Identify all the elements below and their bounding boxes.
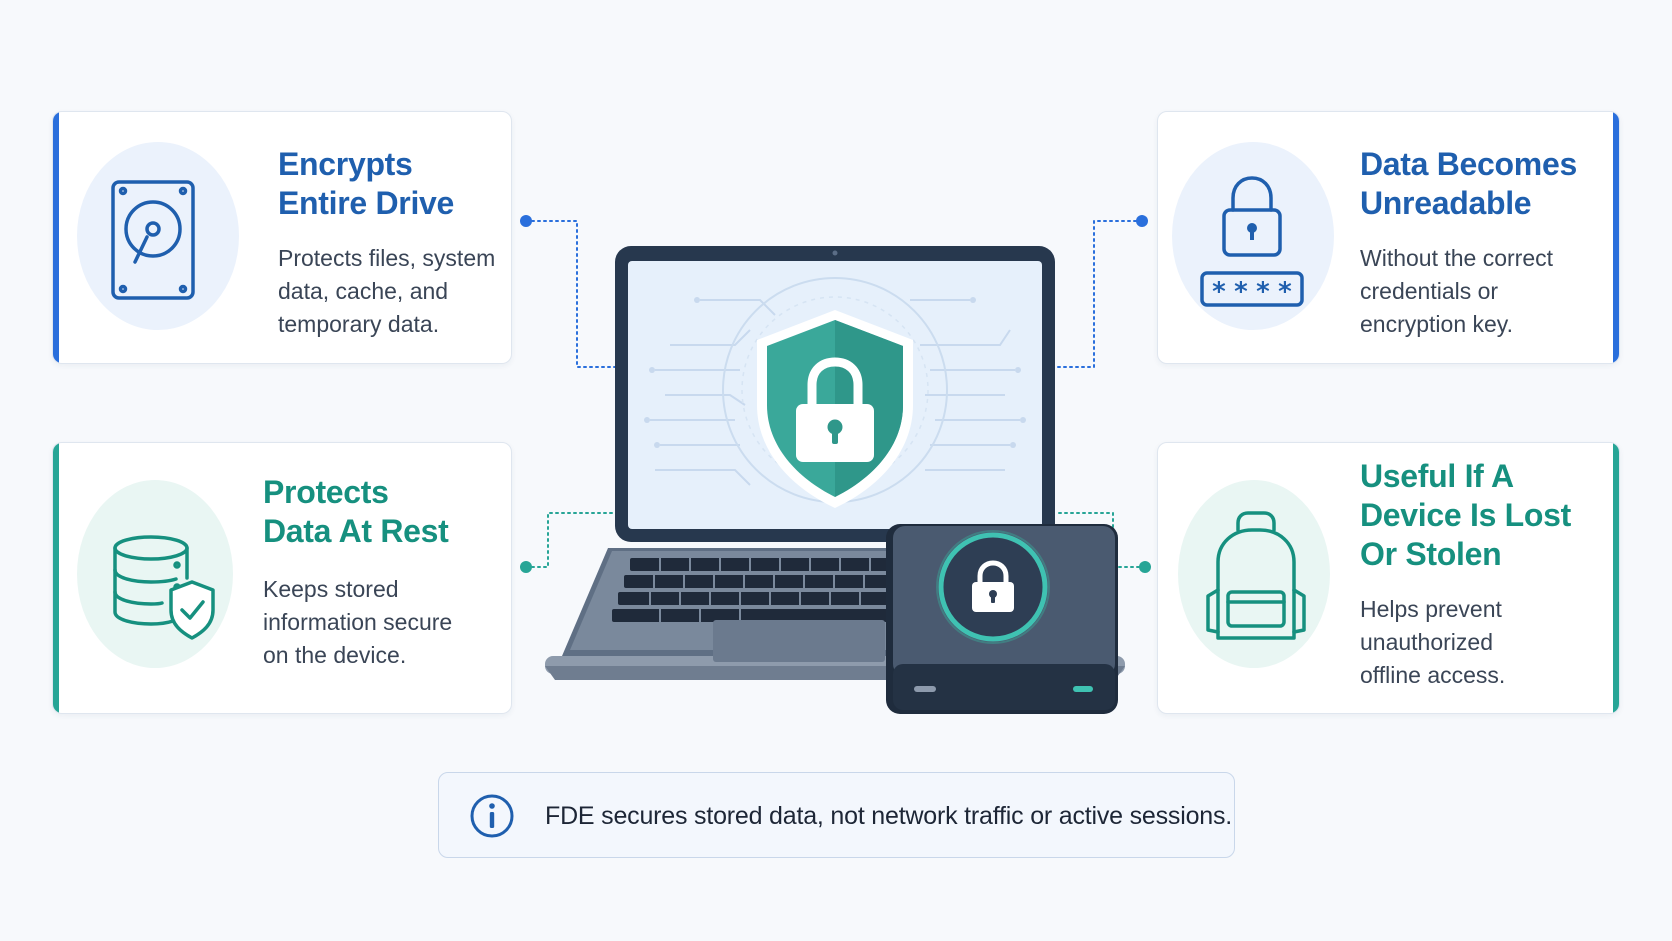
svg-text:*: * [1211, 277, 1227, 307]
card-description: Protects files, system data, cache, and … [278, 242, 495, 341]
svg-text:*: * [1277, 277, 1293, 307]
svg-text:*: * [1233, 277, 1249, 307]
connector-dot-data-at-rest [520, 561, 532, 573]
card-description-line: Helps prevent [1360, 596, 1502, 622]
icon-background [77, 480, 233, 668]
hard-drive-icon [111, 180, 195, 300]
card-title-line: Or Stolen [1360, 536, 1502, 572]
card-title-line: Entire Drive [278, 185, 455, 221]
icon-background: * * * * [1172, 142, 1334, 330]
card-description-line: temporary data. [278, 311, 440, 337]
external-drive-lock-icon [886, 524, 1118, 714]
card-title: Data Becomes Unreadable [1360, 145, 1577, 223]
shield-lock-keyhole [827, 419, 843, 435]
laptop-trackpad [713, 620, 885, 662]
info-note-text: FDE secures stored data, not network tra… [545, 802, 1233, 830]
card-description-line: Protects files, system [278, 245, 496, 271]
card-accent-bar [53, 112, 59, 363]
icon-background [1178, 480, 1330, 668]
card-description: Keeps stored information secure on the d… [263, 573, 452, 672]
card-description-line: offline access. [1360, 662, 1506, 688]
card-description-line: information secure [263, 609, 453, 635]
card-description-line: credentials or [1360, 278, 1499, 304]
backpack-icon [1206, 511, 1306, 640]
info-note: FDE secures stored data, not network tra… [438, 772, 1235, 858]
card-description: Without the correct credentials or encry… [1360, 242, 1553, 341]
card-description-line: encryption key. [1360, 311, 1513, 337]
connector-dot-unreadable [1136, 215, 1148, 227]
circuit-lines [650, 299, 1020, 486]
card-data-becomes-unreadable: * * * * Data Becomes Unreadable Without … [1157, 111, 1620, 364]
card-title: Protects Data At Rest [263, 473, 449, 551]
card-description: Helps prevent unauthorized offline acces… [1360, 593, 1505, 692]
card-protects-data-at-rest: Protects Data At Rest Keeps stored infor… [52, 442, 512, 714]
shield-lock-shackle [807, 357, 863, 413]
icon-background [77, 142, 239, 330]
drive-port [914, 686, 936, 692]
card-accent-bar [1613, 443, 1619, 713]
laptop-camera [832, 250, 838, 256]
card-accent-bar [53, 443, 59, 713]
card-title: Encrypts Entire Drive [278, 145, 454, 223]
connector-encrypts [525, 220, 616, 368]
card-description-line: on the device. [263, 642, 407, 668]
padlock-password-icon: * * * * [1200, 176, 1304, 307]
drive-led [1073, 686, 1093, 692]
card-encrypts-entire-drive: Encrypts Entire Drive Protects files, sy… [52, 111, 512, 364]
card-description-line: Without the correct [1360, 245, 1554, 271]
card-title-line: Encrypts [278, 146, 413, 182]
card-title-line: Data At Rest [263, 513, 449, 549]
connector-unreadable [1054, 220, 1143, 368]
card-title-line: Device Is Lost [1360, 497, 1572, 533]
card-description-line: Keeps stored [263, 576, 399, 602]
connector-data-at-rest [525, 512, 616, 568]
circuit-dots [644, 297, 1026, 448]
card-title-line: Unreadable [1360, 185, 1532, 221]
connector-dot-lost-stolen [1139, 561, 1151, 573]
info-icon [470, 794, 514, 838]
card-description-line: unauthorized [1360, 629, 1493, 655]
svg-text:*: * [1255, 277, 1271, 307]
card-useful-if-lost-or-stolen: Useful If A Device Is Lost Or Stolen Hel… [1157, 442, 1620, 714]
card-title-line: Protects [263, 474, 389, 510]
card-title-line: Useful If A [1360, 458, 1514, 494]
connector-dot-encrypts [520, 215, 532, 227]
card-description-line: data, cache, and [278, 278, 449, 304]
card-accent-bar [1613, 112, 1619, 363]
database-shield-icon [113, 535, 215, 640]
card-title: Useful If A Device Is Lost Or Stolen [1360, 457, 1571, 574]
drive-lock-shackle [977, 560, 1009, 587]
drive-front [893, 664, 1115, 710]
card-title-line: Data Becomes [1360, 146, 1577, 182]
